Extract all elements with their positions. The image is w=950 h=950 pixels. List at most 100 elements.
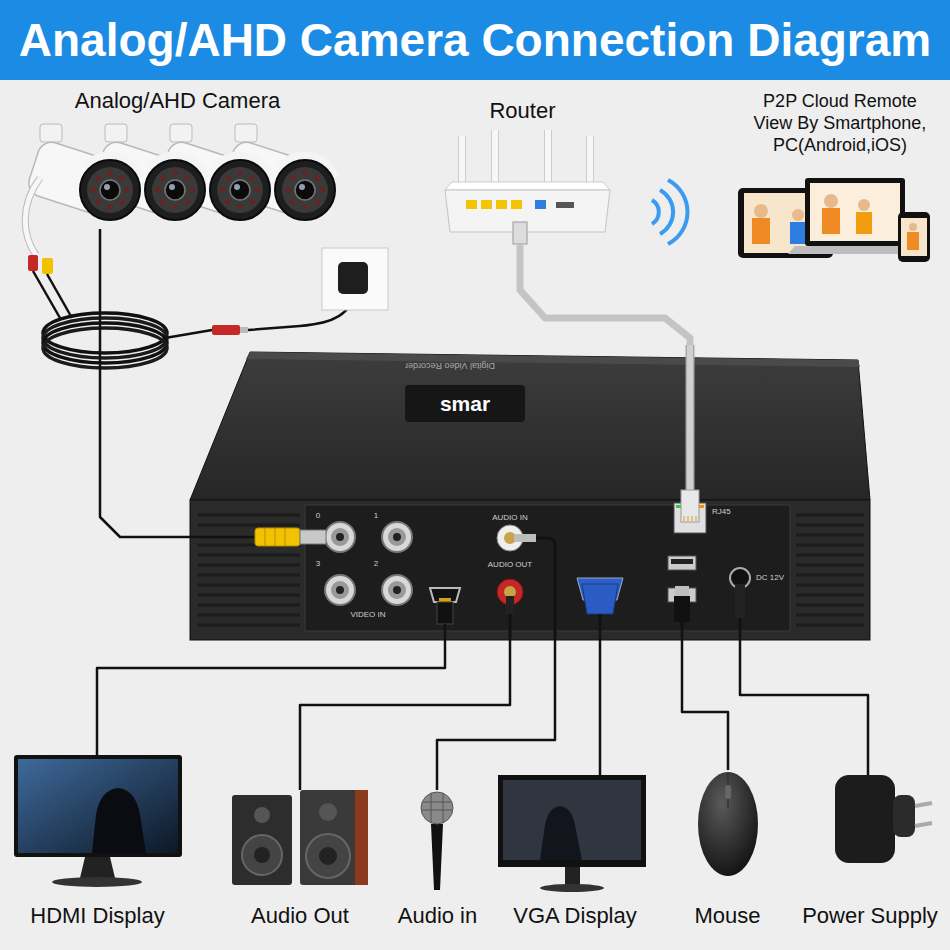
speakers xyxy=(232,790,368,885)
port-label: 1 xyxy=(316,511,436,521)
node-label: Mouse xyxy=(680,903,775,929)
speakers xyxy=(254,847,270,863)
camera-group: Analog/AHD Camera xyxy=(10,88,345,229)
bullet-camera xyxy=(40,124,62,142)
bullet-camera xyxy=(105,124,127,142)
bullet-camera xyxy=(291,176,296,181)
dc-jack xyxy=(730,568,750,640)
bullet-camera xyxy=(315,176,320,181)
vga-monitor xyxy=(540,806,582,860)
node-label: Router xyxy=(430,98,615,124)
power-adapter xyxy=(835,760,932,863)
dvr-recorder xyxy=(796,554,864,557)
bullet-camera xyxy=(230,180,250,200)
dvr-recorder xyxy=(796,564,864,567)
bullet-camera xyxy=(235,124,257,142)
node-label: VGA Display xyxy=(495,903,655,929)
rj45-port xyxy=(699,505,704,508)
usb-port xyxy=(668,556,696,570)
remote-devices xyxy=(754,204,768,218)
bullet-camera xyxy=(156,188,161,193)
usb-port xyxy=(675,586,689,596)
hdmi-port xyxy=(444,624,447,640)
remote-devices xyxy=(909,223,917,231)
bullet-camera xyxy=(185,200,190,205)
camera-cable xyxy=(165,330,212,338)
bullet-camera xyxy=(221,188,226,193)
speakers xyxy=(306,834,350,878)
node-label: HDMI Display xyxy=(5,903,190,929)
bullet-camera xyxy=(161,176,166,181)
wifi-router xyxy=(511,200,522,209)
vga-monitor xyxy=(540,884,604,892)
remote-devices xyxy=(907,232,919,250)
bullet-camera xyxy=(210,160,270,220)
rj45-port xyxy=(676,505,681,508)
bullet-camera xyxy=(108,205,113,210)
camera-cable xyxy=(47,274,72,318)
camera-cable xyxy=(322,248,388,310)
wifi-router xyxy=(496,200,507,209)
mouse xyxy=(698,772,758,876)
hdmi-port xyxy=(437,602,453,624)
wifi-router xyxy=(492,130,498,184)
bullet-camera xyxy=(104,184,110,190)
remote-devices xyxy=(752,218,770,244)
vga-display: VGA Display xyxy=(495,775,655,929)
remote-devices xyxy=(901,218,927,256)
bullet-camera xyxy=(315,200,320,205)
audio-port xyxy=(509,614,512,640)
wifi-symbol xyxy=(652,180,688,244)
usb-port xyxy=(668,556,696,640)
power-adapter xyxy=(915,803,932,806)
port-label: RJ45 xyxy=(712,507,812,517)
wifi-router xyxy=(466,200,477,209)
power-adapter xyxy=(893,795,915,837)
bullet-camera xyxy=(303,171,308,176)
signal-cable xyxy=(437,640,555,790)
wifi-router xyxy=(445,130,610,244)
wifi-router xyxy=(445,182,610,190)
camera-cable xyxy=(25,178,40,255)
camera-cable xyxy=(28,255,38,271)
camera-cable xyxy=(33,271,60,318)
usb-port xyxy=(681,622,684,640)
bullet-camera xyxy=(170,124,192,142)
mouse xyxy=(698,772,758,876)
bullet-camera xyxy=(217,167,263,213)
dvr-recorder xyxy=(796,514,864,517)
dvr-recorder xyxy=(198,514,300,517)
bullet-camera xyxy=(120,176,125,181)
camera-cable xyxy=(212,325,240,335)
port-label: AUDIO IN xyxy=(450,513,570,523)
microphone xyxy=(431,824,443,890)
bullet-camera xyxy=(25,124,140,220)
hdmi-monitor xyxy=(80,857,115,878)
camera-cable xyxy=(338,262,368,294)
bnc-plug xyxy=(190,536,255,539)
bullet-camera xyxy=(303,205,308,210)
dc-jack xyxy=(735,584,745,618)
dvr-recorder xyxy=(198,614,300,617)
rj45-port xyxy=(684,516,685,521)
speakers xyxy=(254,807,270,823)
router-device: Router xyxy=(430,98,615,244)
node-label: Analog/AHD Camera xyxy=(10,88,345,114)
dvr-recorder xyxy=(796,544,864,547)
bullet-camera xyxy=(295,180,315,200)
bullet-camera xyxy=(320,188,325,193)
audio-port xyxy=(536,538,555,640)
wifi-router xyxy=(556,202,574,208)
bullet-camera xyxy=(120,200,125,205)
wifi-symbol xyxy=(660,190,673,234)
camera-cable xyxy=(240,327,248,333)
camera-cable xyxy=(43,328,167,368)
port-label: AUDIO OUT xyxy=(450,560,570,570)
bullet-camera xyxy=(173,205,178,210)
bnc-port xyxy=(325,575,355,605)
vga-monitor xyxy=(565,867,580,885)
mouse xyxy=(725,785,731,799)
port-label: 2 xyxy=(316,559,436,569)
bnc-plug xyxy=(190,528,326,546)
bullet-camera xyxy=(250,176,255,181)
